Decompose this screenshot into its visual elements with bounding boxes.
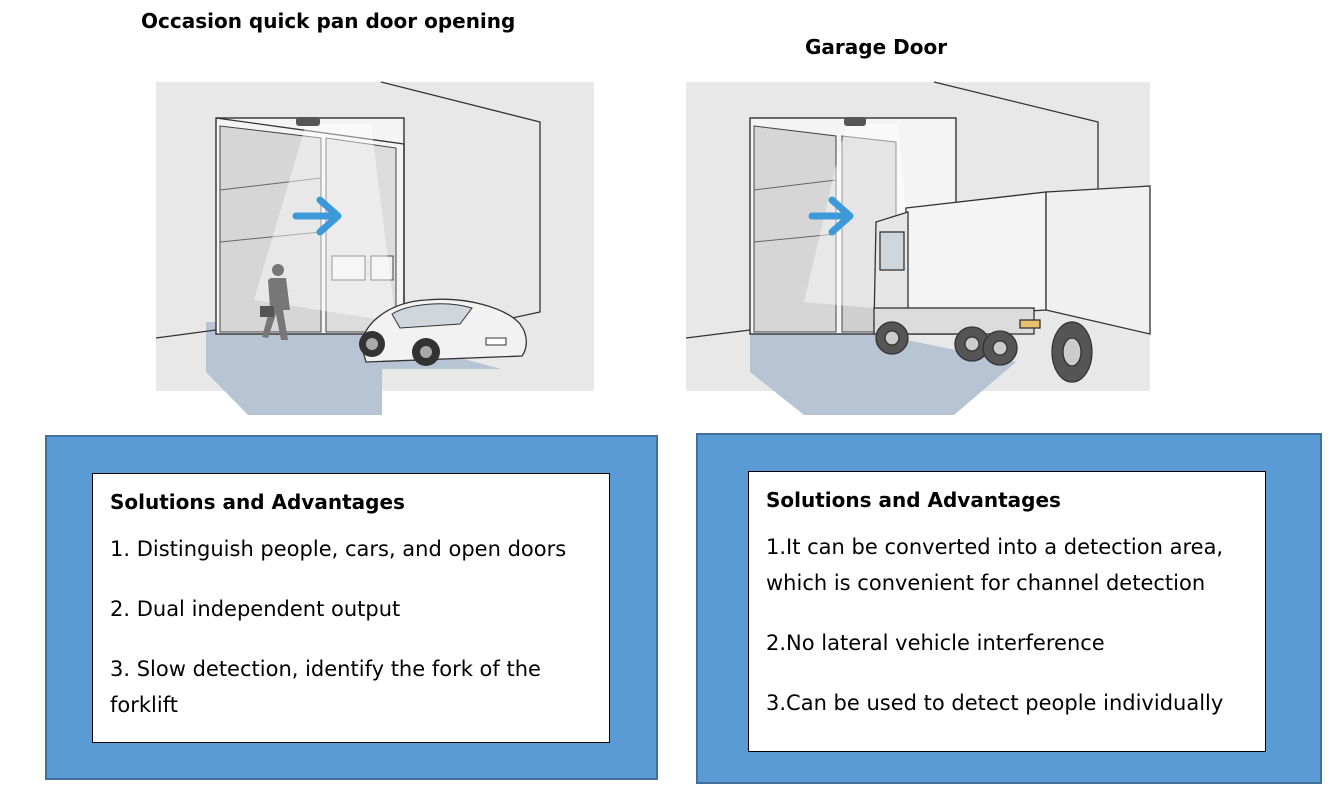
left-title: Occasion quick pan door opening <box>141 9 516 33</box>
garage-door-illustration <box>685 81 1151 415</box>
sliding-door-illustration <box>155 81 594 415</box>
right-advantage-item-2: 2.No lateral vehicle interference <box>766 631 1105 655</box>
left-advantage-item-1: 1. Distinguish people, cars, and open do… <box>110 537 567 561</box>
right-advantages-card: Solutions and Advantages 1.It can be con… <box>748 471 1266 752</box>
left-card-heading: Solutions and Advantages <box>110 490 405 514</box>
right-title: Garage Door <box>805 35 948 59</box>
right-card-heading: Solutions and Advantages <box>766 488 1061 512</box>
right-advantage-item-3: 3.Can be used to detect people individua… <box>766 691 1224 715</box>
left-advantage-item-3: 3. Slow detection, identify the fork of … <box>110 657 541 717</box>
left-advantage-item-2: 2. Dual independent output <box>110 597 401 621</box>
left-advantages-card: Solutions and Advantages 1. Distinguish … <box>92 473 610 743</box>
right-info-panel: Solutions and Advantages 1.It can be con… <box>696 433 1322 784</box>
right-advantage-item-1: 1.It can be converted into a detection a… <box>766 535 1224 595</box>
left-info-panel: Solutions and Advantages 1. Distinguish … <box>45 435 658 780</box>
